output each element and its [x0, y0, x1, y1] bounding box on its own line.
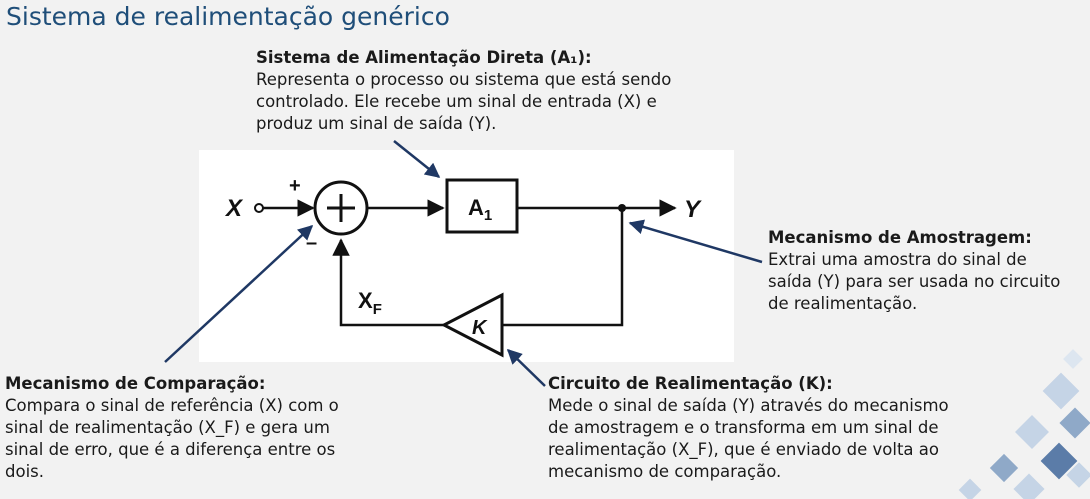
forward-block-a1	[445, 178, 519, 234]
sampling-heading: Mecanismo de Amostragem:	[768, 228, 1032, 247]
output-label-y: Y	[684, 196, 702, 223]
comparison-description: Mecanismo de Comparação: Compara o sinal…	[5, 373, 339, 483]
comparison-line-4: dois.	[5, 462, 44, 481]
comparison-heading: Mecanismo de Comparação:	[5, 374, 266, 393]
direct-system-line-2: controlado. Ele recebe um sinal de entra…	[256, 92, 657, 111]
sampling-line-2: saída (Y) para ser usada no circuito	[768, 272, 1061, 291]
forward-block-label: A1	[468, 195, 492, 224]
sampling-line-1: Extrai uma amostra do sinal de	[768, 250, 1027, 269]
input-label-x: X	[224, 195, 244, 222]
annotation-arrow-feedback	[506, 348, 546, 387]
decorative-diamonds	[958, 349, 1090, 499]
direct-system-line-3: produz um sinal de saída (Y).	[256, 114, 497, 133]
feedback-block-label: K	[472, 317, 488, 339]
input-terminal	[254, 203, 264, 213]
feedback-wire-right	[502, 208, 624, 327]
sampling-description: Mecanismo de Amostragem: Extrai uma amos…	[768, 227, 1060, 315]
direct-system-heading: Sistema de Alimentação Direta (A₁):	[256, 48, 592, 67]
feedback-line-3: realimentação (X_F), que é enviado de vo…	[548, 440, 939, 459]
direct-system-description: Sistema de Alimentação Direta (A₁): Repr…	[256, 47, 671, 135]
feedback-heading: Circuito de Realimentação (K):	[548, 374, 833, 393]
annotation-arrow-sampling	[628, 219, 763, 264]
feedback-description: Circuito de Realimentação (K): Mede o si…	[548, 373, 949, 483]
comparison-line-2: sinal de realimentação (X_F) e gera um	[5, 418, 330, 437]
feedback-wire-left	[332, 238, 444, 327]
annotation-arrow-direct	[393, 140, 441, 178]
annotation-arrow-comparison	[164, 224, 314, 363]
page-title: Sistema de realimentação genérico	[6, 2, 450, 31]
minus-sign: –	[306, 232, 317, 254]
feedback-line-2: de amostragem e o transforma em um sinal…	[548, 418, 939, 437]
feedback-line-1: Mede o sinal de saída (Y) através do mec…	[548, 396, 949, 415]
comparison-line-3: sinal de erro, que é a diferença entre o…	[5, 440, 336, 459]
comparison-line-1: Compara o sinal de referência (X) com o	[5, 396, 339, 415]
sampling-line-3: de realimentação.	[768, 294, 918, 313]
plus-sign: +	[289, 175, 301, 197]
feedback-signal-label: XF	[358, 288, 382, 318]
feedback-line-4: mecanismo de comparação.	[548, 462, 782, 481]
feedback-block-k	[440, 292, 504, 358]
direct-system-line-1: Representa o processo ou sistema que est…	[256, 70, 672, 89]
